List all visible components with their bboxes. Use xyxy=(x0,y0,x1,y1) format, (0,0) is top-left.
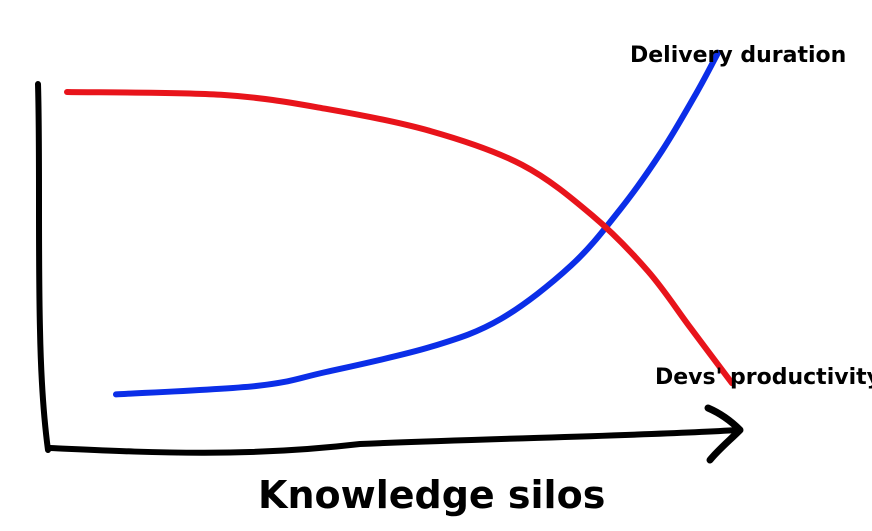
labels: Delivery duration Devs' productivity Kno… xyxy=(258,43,872,517)
x-axis xyxy=(47,427,741,456)
axes xyxy=(35,81,744,464)
series-line-0 xyxy=(113,49,721,398)
series-label-devs-productivity: Devs' productivity xyxy=(655,365,872,390)
y-axis xyxy=(35,81,51,453)
x-axis-arrowhead xyxy=(704,404,744,464)
plot-area xyxy=(64,49,735,398)
series-line-1 xyxy=(64,89,735,387)
series-label-delivery-duration: Delivery duration xyxy=(630,43,846,68)
x-axis-title: Knowledge silos xyxy=(258,473,605,517)
